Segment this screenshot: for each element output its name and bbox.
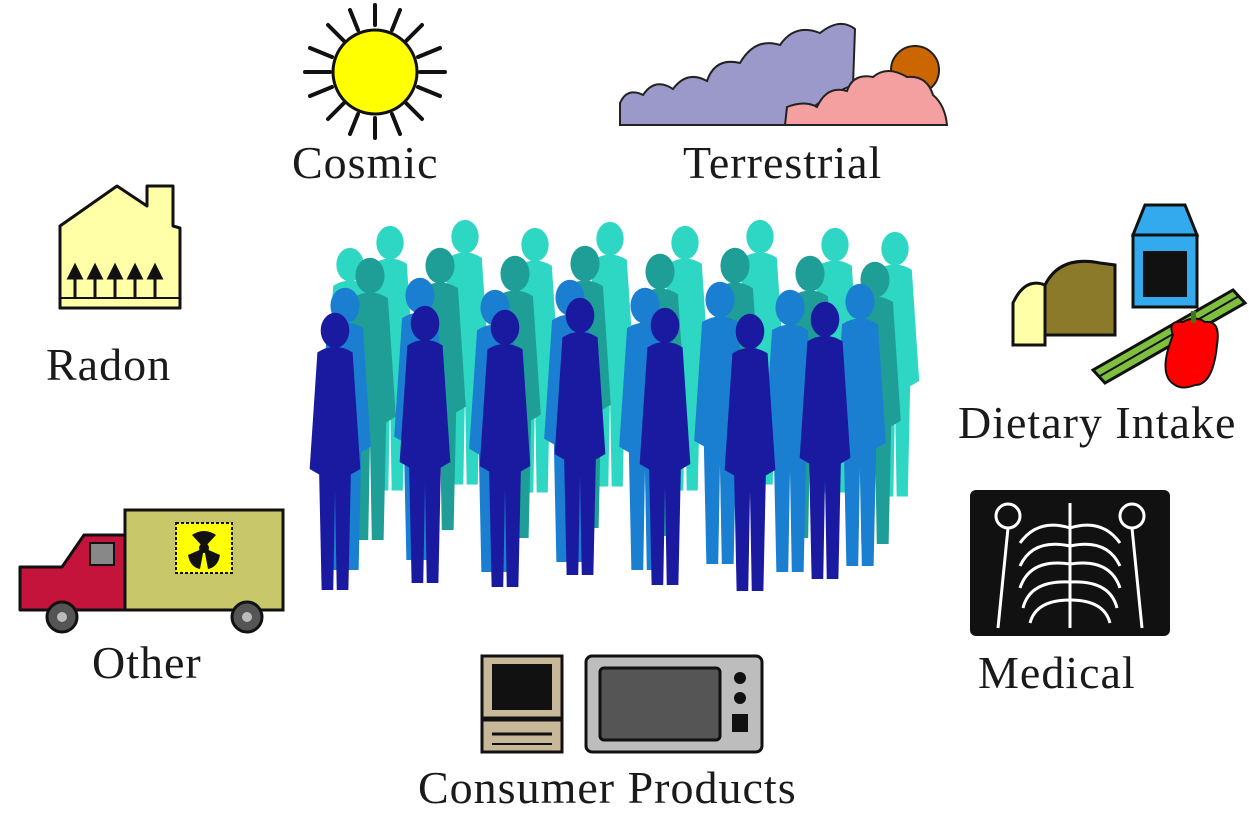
crowd-person-front	[309, 312, 361, 590]
electronics-icon	[480, 654, 764, 754]
house-icon	[58, 184, 182, 310]
other-label: Other	[92, 637, 202, 688]
consumer-label: Consumer Products	[418, 762, 797, 813]
food-icon	[1011, 203, 1248, 389]
xray-icon	[970, 490, 1170, 636]
crowd-person-front	[799, 301, 851, 579]
landscape-icon	[619, 22, 949, 126]
crowd-person-mid	[764, 289, 816, 572]
crowd-person-front	[554, 297, 606, 575]
crowd-icon	[309, 219, 920, 591]
crowd-person-front	[724, 313, 776, 591]
cosmic-label: Cosmic	[292, 137, 439, 188]
sun-icon	[303, 3, 447, 140]
crowd-person-front	[479, 309, 531, 587]
medical-label: Medical	[978, 647, 1136, 698]
terrestrial-label: Terrestrial	[683, 137, 883, 188]
crowd-person-front	[399, 305, 451, 583]
truck-icon	[18, 508, 285, 634]
dietary-label: Dietary Intake	[958, 397, 1237, 448]
crowd-person-front	[639, 307, 691, 585]
radon-label: Radon	[46, 339, 172, 390]
crowd-person-mid	[834, 283, 886, 566]
